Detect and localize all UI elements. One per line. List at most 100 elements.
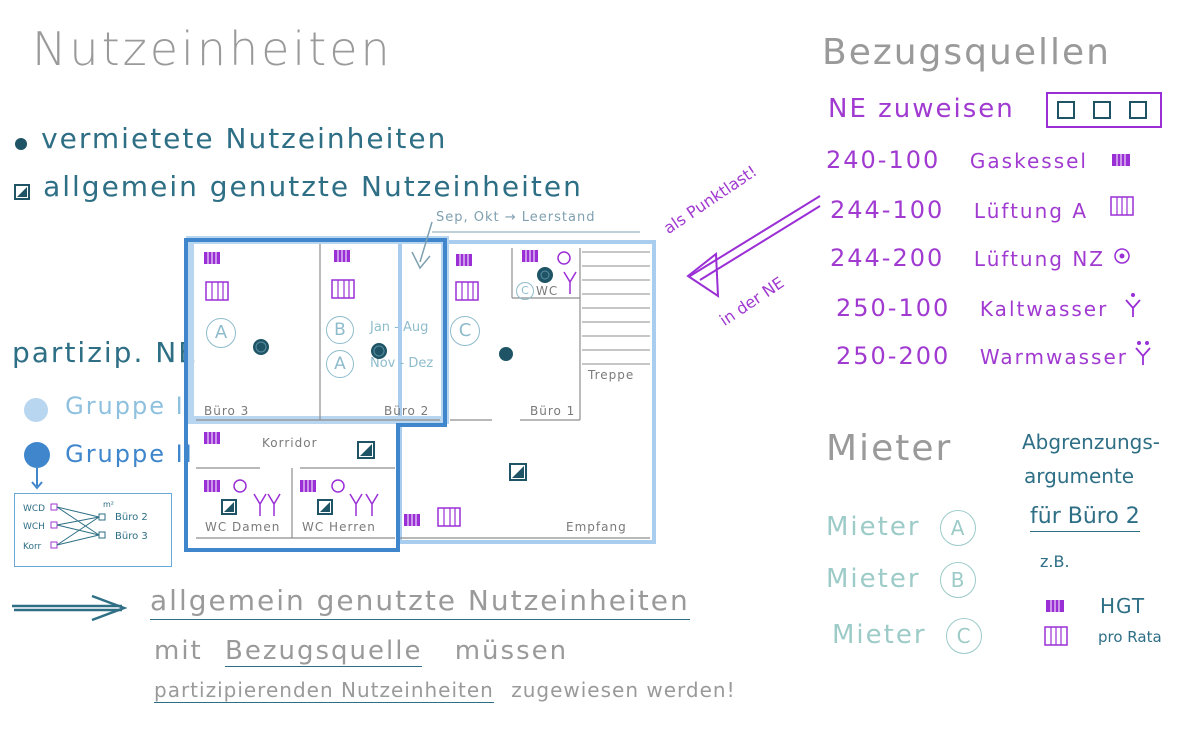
source-code: 244-200 [830,244,945,272]
source-name: Warmwasser [979,345,1129,369]
bottom-line3-assign: zugewiesen werden! [511,678,736,702]
tenant-badge-b-buero2: B [326,316,354,344]
abgrenzung-zb: z.B. [1040,552,1070,571]
shared-square-empfang-icon [509,463,527,481]
mieter-badge: C [945,618,982,654]
tenant-badge-a-buero2: A [326,350,354,378]
bottom-arrow-icon [12,594,128,622]
shared-square-wch-icon [317,499,333,515]
rented-dot-wc-icon [537,267,553,283]
rented-dot-buero2-icon [371,343,387,359]
source-row-3: 250-100 Kaltwasser [836,294,1108,322]
leerstand-note: Sep, Okt → Leerstand [436,210,596,225]
bottom-line2-mit: mit [154,636,203,666]
abgrenzung-line1: Abgrenzungs- [1022,430,1161,454]
legend-shared-label: allgemein genutzte Nutzeinheiten [43,170,583,203]
shared-square-wcd-icon [221,499,237,515]
matrix-row-wch: WCH [23,522,45,532]
warmwasser-icon [1135,341,1151,365]
mieter-badge: A [939,510,976,546]
group1-dot-icon [24,397,48,422]
source-name: Kaltwasser [979,297,1109,321]
abgrenzung-hgt: HGT [1100,594,1146,618]
matrix-row-wcd: WCD [23,504,46,514]
ne-zuweisen-label[interactable]: NE zuweisen [828,94,1015,124]
rented-dot-buero3-icon [253,339,269,355]
legend-shared: allgemein genutzte Nutzeinheiten [12,170,583,203]
source-row-1: 244-100 Lüftung A [830,196,1088,224]
shared-square-korridor-icon [357,441,375,459]
room-wc-herren: WC Herren [302,520,376,534]
abgrenzung-line2: argumente [1024,464,1135,488]
gaskessel-icon [1112,154,1130,166]
room-buero3: Büro 3 [204,404,250,418]
room-wc-damen: WC Damen [205,520,281,534]
mieter-row-b: Mieter B [826,562,976,598]
mieter-badge: B [939,562,976,598]
rented-dot-icon [15,137,27,150]
source-row-4: 250-200 Warmwasser [836,342,1128,370]
lueftung-nz-icon [1114,248,1130,264]
legend-rented-label: vermietete Nutzeinheiten [41,122,448,155]
page-title: Nutzeinheiten [32,22,393,76]
buero2-period2: Nov - Dez [370,356,434,371]
legend-rented: vermietete Nutzeinheiten [12,122,447,155]
partizip-title: partizip. NE [12,336,198,369]
abgrenzung-line3: für Büro 2 [1030,504,1140,532]
source-code: 240-100 [826,146,941,174]
source-code: 250-200 [836,342,951,370]
kaltwasser-icon [1125,293,1141,317]
source-row-0: 240-100 Gaskessel [826,146,1088,174]
group2-pin-icon [24,442,50,490]
source-code: 244-100 [830,196,945,224]
source-code: 250-100 [836,294,951,322]
participation-matrix: WCD WCH Korr m² Büro 2 Büro 3 [14,493,172,567]
matrix-unit: m² [103,500,114,509]
ne-assign-slots[interactable] [1046,92,1162,128]
source-name: Gaskessel [969,149,1088,173]
lueftung-a-icon [1110,196,1134,216]
bezugsquellen-title: Bezugsquellen [822,32,1111,73]
room-empfang: Empfang [566,520,627,534]
source-name: Lüftung NZ [973,247,1105,271]
group1-legend: Gruppe I [22,392,185,424]
bottom-line2-bezugsquelle: Bezugsquelle [225,636,423,667]
group1-label: Gruppe I [65,392,185,420]
bottom-line2: mit Bezugsquelle müssen [154,636,569,667]
group2-legend: Gruppe II [22,440,194,490]
tenant-badge-c-wc: C [516,282,534,300]
mieter-row-a: Mieter A [826,510,976,546]
mieter-title: Mieter [826,428,953,469]
mieter-label: Mieter [832,620,927,650]
group2-label: Gruppe II [65,440,194,468]
room-wc: WC [536,284,559,298]
pro-rata-lueftung-icon [1044,626,1068,646]
abgrenzung-pro-rata: pro Rata [1098,628,1162,646]
bottom-line3: partizipierenden Nutzeinheiten zugewiese… [154,678,736,703]
matrix-lines-icon [50,503,106,549]
hgt-gas-icon [1046,600,1064,612]
matrix-col-buero3: Büro 3 [115,531,148,542]
room-buero1: Büro 1 [530,404,576,418]
matrix-col-buero2: Büro 2 [115,512,148,523]
room-korridor: Korridor [262,436,318,450]
assign-slot-icons [1057,101,1147,119]
shared-square-icon [14,183,30,200]
mieter-label: Mieter [826,512,921,542]
buero2-period1: Jan - Aug [370,320,429,335]
room-buero2: Büro 2 [384,404,430,418]
bottom-line3-participating: partizipierenden Nutzeinheiten [154,678,494,703]
bottom-line1: allgemein genutzte Nutzeinheiten [150,584,690,620]
room-treppe: Treppe [588,368,635,382]
tenant-badge-a-buero3: A [206,318,236,348]
tenant-badge-c-buero1: C [450,316,480,346]
source-row-2: 244-200 Lüftung NZ [830,244,1105,272]
mieter-label: Mieter [826,564,921,594]
mieter-row-c: Mieter C [832,618,982,654]
bottom-line2-muessen: müssen [454,636,569,666]
matrix-row-korr: Korr [23,542,42,552]
rented-dot-buero1-icon [499,347,513,361]
